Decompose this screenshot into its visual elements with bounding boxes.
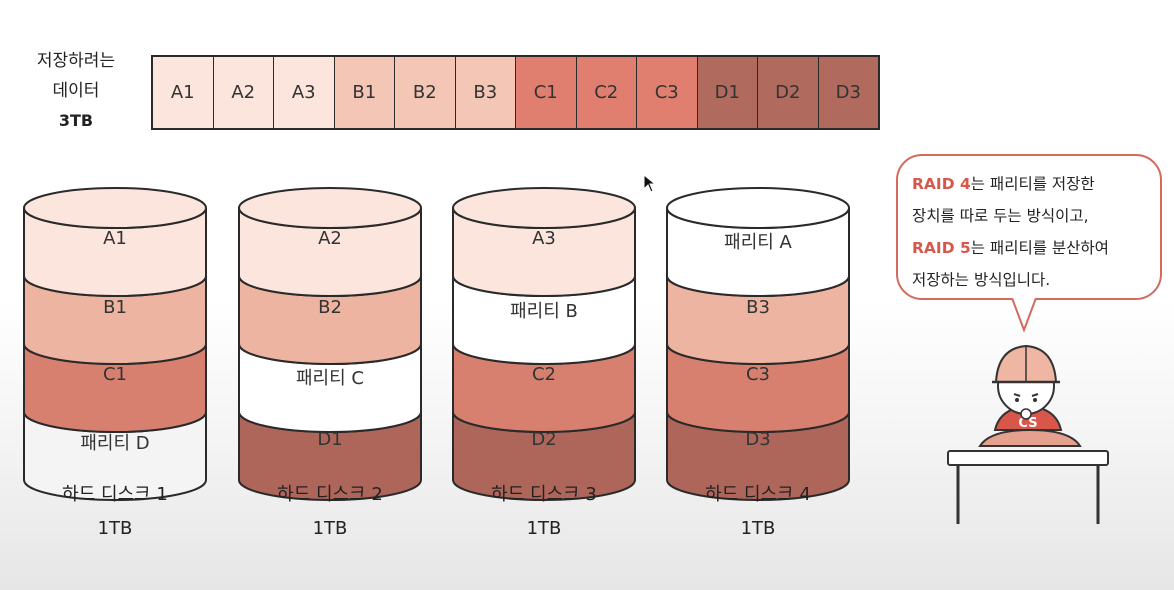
disk-top-cap [238,187,422,229]
data-block: D2 [758,57,819,128]
bubble-text: 는 패리티를 저장한 [970,175,1095,193]
disk-4-caption: 하드 디스크 4 1TB [658,478,858,546]
data-block: A2 [213,57,274,128]
worker-character-illustration: CS [947,344,1109,524]
disk-4-cylinder [666,187,850,501]
bubble-line-3: RAID 5는 패리티를 분산하여 [912,232,1150,264]
disk-1-cylinder [23,187,207,501]
disk-top-cap [23,187,207,229]
disk-2-caption: 하드 디스크 2 1TB [230,478,430,546]
disk-segment-label: A1 [103,228,127,249]
disk-3-cylinder [452,187,636,501]
data-block: D3 [818,57,878,128]
disk-name: 하드 디스크 1 [62,484,168,505]
hard-disk-3: A3 패리티 B C2 D2 [451,186,637,501]
disk-segment-label: C3 [745,364,771,385]
disk-segment-label: 패리티 B [510,301,578,322]
hard-disk-2: A2 B2 패리티 C D1 [237,186,423,501]
disk-segment-label: 패리티 D [80,433,150,454]
disk-segment-label: C1 [102,364,128,385]
data-label: 저장하려는 데이터 3TB [20,46,132,136]
disk-name: 하드 디스크 4 [705,484,811,505]
disk-segment-label: C2 [531,364,557,385]
raid5-label: RAID 5 [912,239,971,257]
disk-segment-label: 패리티 A [724,232,792,253]
bubble-line-1: RAID 4는 패리티를 저장한 [912,168,1150,200]
disk-segment-label: D2 [531,429,557,450]
raid4-label: RAID 4 [912,175,971,193]
disk-segment-label: A3 [532,228,556,249]
disk-segment-label: 패리티 C [296,368,364,389]
data-block: C2 [576,57,637,128]
disk-size: 1TB [312,518,348,539]
disk-name: 하드 디스크 3 [491,484,597,505]
disk-name: 하드 디스크 2 [277,484,383,505]
disk-size: 1TB [526,518,562,539]
data-label-line2: 데이터 [52,81,100,101]
data-block: C1 [516,57,577,128]
data-label-size: 3TB [58,111,94,130]
bubble-text: 는 패리티를 분산하여 [970,239,1109,257]
bubble-tail [1011,298,1037,333]
hard-disk-1: A1 B1 C1 패리티 D [22,186,208,501]
bubble-line-4: 저장하는 방식입니다. [912,271,1051,289]
data-block: D1 [697,57,758,128]
data-block: B2 [395,57,456,128]
disk-top-cap [452,187,636,229]
disk-segment-label: D1 [317,429,343,450]
disk-2-cylinder [238,187,422,501]
disk-segment-label: A2 [318,228,342,249]
hard-disk-4: 패리티 A B3 C3 D3 [665,186,851,501]
data-blocks: A1 A2 A3 B1 B2 B3 C1 C2 C3 D1 D2 D3 [151,55,880,130]
data-block: C3 [637,57,698,128]
disk-segment-label: B3 [746,297,770,318]
data-block: A3 [274,57,335,128]
disk-1-caption: 하드 디스크 1 1TB [15,478,215,546]
disk-size: 1TB [97,518,133,539]
disk-3-caption: 하드 디스크 3 1TB [444,478,644,546]
data-block: B1 [334,57,395,128]
disk-segment-label: B2 [318,297,342,318]
mouse-cursor-icon [643,174,657,193]
disk-top-cap [666,187,850,229]
disk-segment-label: D3 [745,429,771,450]
worker-badge-text: CS [1018,416,1037,431]
data-label-line1: 저장하려는 [36,51,116,71]
data-block: A1 [153,57,214,128]
bubble-line-2: 장치를 따로 두는 방식이고, [912,207,1089,225]
speech-bubble: RAID 4는 패리티를 저장한 장치를 따로 두는 방식이고, RAID 5는… [896,154,1162,300]
disk-size: 1TB [740,518,776,539]
data-block: B3 [455,57,516,128]
disk-segment-label: B1 [103,297,127,318]
